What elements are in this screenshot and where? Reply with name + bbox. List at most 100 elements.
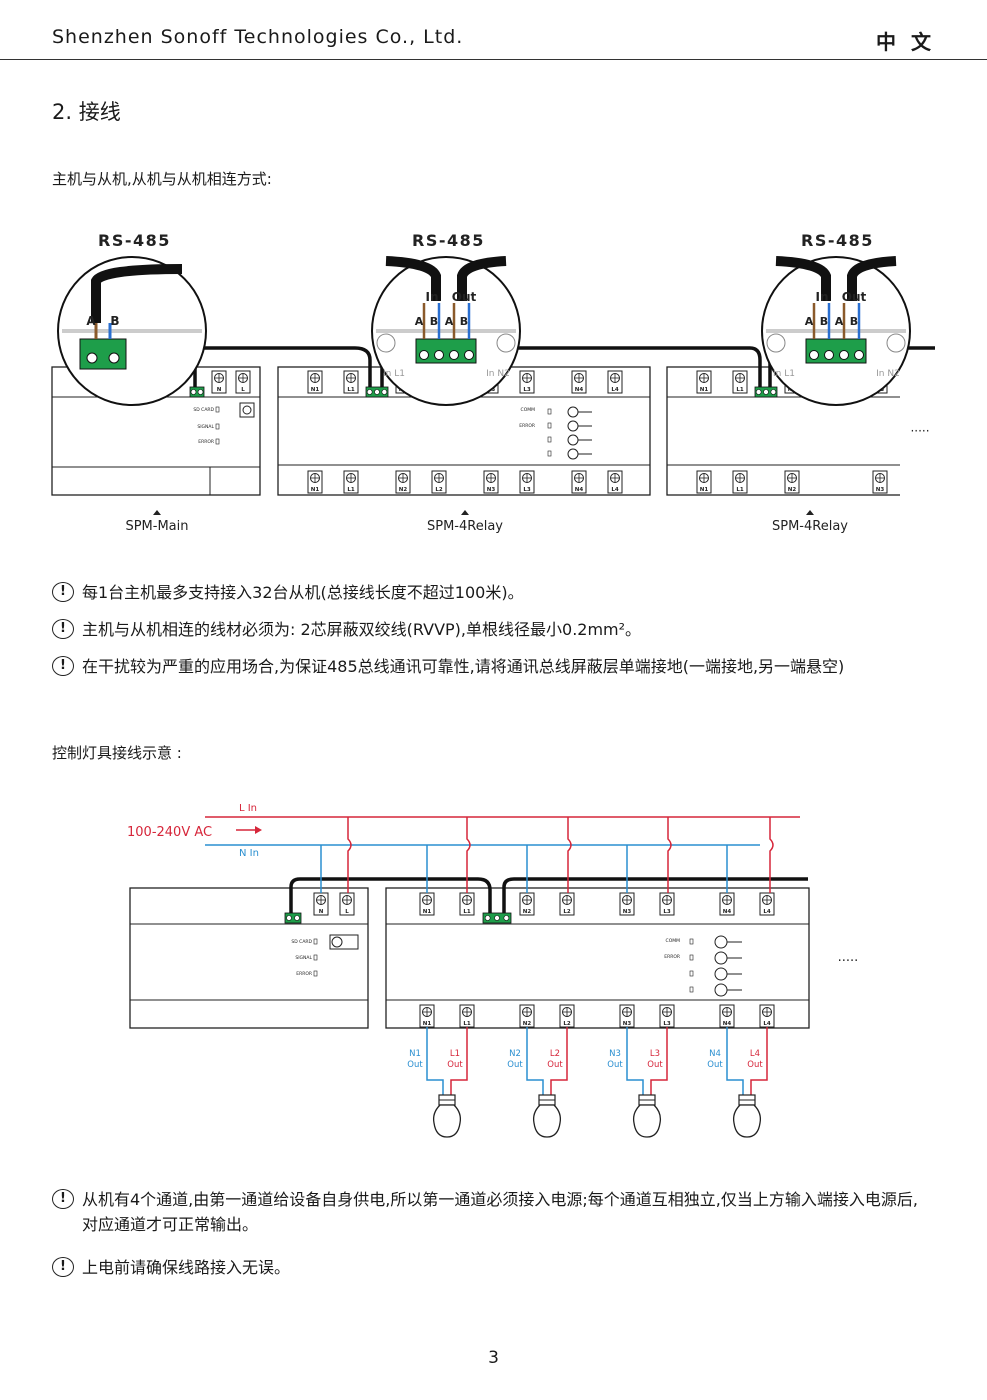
- output-neutral-wire: [726, 1027, 744, 1095]
- terminal-label: N1: [311, 487, 320, 493]
- output-l-label: L2: [550, 1049, 560, 1059]
- output-out-label: Out: [647, 1060, 663, 1070]
- screw-terminal: N: [211, 370, 227, 394]
- terminal-label: L4: [611, 387, 619, 393]
- terminal-label: L1: [736, 387, 744, 393]
- voltage-label: 100-240V AC: [127, 825, 212, 840]
- pointer-arrow-icon: [806, 510, 814, 515]
- terminal-label: L1: [463, 909, 471, 915]
- terminal-label: N3: [487, 487, 496, 493]
- terminal-label: L4: [611, 487, 619, 493]
- terminal-label: L2: [563, 1021, 571, 1027]
- zoom-screw-icon: [419, 350, 429, 360]
- green-terminal-block: [754, 386, 778, 398]
- output-l-label: L1: [450, 1049, 460, 1059]
- zoom-screw-icon: [886, 333, 906, 353]
- live-drop-wire: [567, 817, 572, 893]
- terminal-label: L2: [435, 487, 443, 493]
- zoom-screw-icon: [854, 350, 864, 360]
- relay-button: [567, 420, 579, 432]
- label-ab: A: [805, 315, 814, 328]
- screw-terminal: N2: [519, 1004, 535, 1028]
- green-block-body: [189, 386, 205, 398]
- relay-button: [567, 406, 579, 418]
- note-text: 主机与从机相连的线材必须为: 2芯屏蔽双绞线(RVVP),单根线径最小0.2mm…: [82, 620, 642, 639]
- module-name-label: SPM-4Relay: [427, 519, 503, 534]
- relay-button: [714, 935, 728, 949]
- screw-terminal: L1: [459, 1004, 475, 1028]
- rs485-label: RS-485: [801, 231, 874, 250]
- page-number: 3: [488, 1348, 499, 1368]
- more-modules-ellipsis: ·····: [838, 954, 859, 969]
- screw-terminal: N4: [571, 370, 587, 394]
- label-ab: B: [820, 315, 828, 328]
- pointer-arrow-icon: [153, 510, 161, 515]
- zoom-screw-icon: [824, 350, 834, 360]
- arrow-icon: [255, 826, 262, 834]
- output-out-label: Out: [447, 1060, 463, 1070]
- green-terminal-block: [284, 912, 302, 924]
- indicator-led: [547, 422, 552, 429]
- indicator-led: [215, 406, 220, 413]
- screw-terminal: L4: [759, 892, 775, 916]
- screw-terminal: L: [235, 370, 251, 394]
- screw-terminal: N4: [571, 470, 587, 494]
- screw-terminal: N4: [719, 892, 735, 916]
- green-block-screw: [381, 389, 388, 395]
- label-in: In: [425, 290, 438, 304]
- subtitle-lamp-wiring: 控制灯具接线示意 :: [52, 744, 182, 762]
- green-block-screw: [197, 389, 204, 395]
- screw-terminal: L4: [607, 370, 623, 394]
- warning-icon: !: [52, 582, 74, 602]
- note-text: 每1台主机最多支持接入32台从机(总接线长度不超过100米)。: [82, 583, 524, 602]
- label-ab: A: [415, 315, 424, 328]
- zoom-in-n2-label: In N2: [876, 369, 900, 379]
- terminal-label: L3: [523, 487, 531, 493]
- indicator-led: [689, 970, 694, 977]
- indicator-led: [547, 436, 552, 443]
- more-modules-ellipsis: ·····: [910, 424, 929, 438]
- terminal-label: N: [319, 909, 324, 915]
- indicator-led: [689, 954, 694, 961]
- zoom-screw-icon: [449, 350, 459, 360]
- terminal-label: L: [345, 909, 349, 915]
- terminal-label: N1: [423, 1021, 432, 1027]
- indicator-label: ERROR: [664, 954, 680, 960]
- screw-terminal: N1: [307, 470, 323, 494]
- bulb-glass: [532, 1104, 562, 1138]
- terminal-label: L1: [736, 487, 744, 493]
- label-out: Out: [842, 290, 867, 304]
- terminal-label: L3: [663, 1021, 671, 1027]
- terminal-label: N3: [876, 487, 885, 493]
- module-name-label: SPM-Main: [125, 519, 188, 534]
- output-live-wire: [450, 1027, 468, 1095]
- terminal-label: N4: [575, 387, 584, 393]
- live-drop-wire: [769, 817, 774, 893]
- green-block-screw: [484, 915, 491, 921]
- output-l-label: L3: [650, 1049, 660, 1059]
- green-terminal-block: [482, 912, 512, 924]
- subtitle-connection: 主机与从机,从机与从机相连方式:: [52, 170, 272, 188]
- zoom-in-l1-label: In L1: [383, 369, 405, 379]
- screw-terminal: N3: [483, 470, 499, 494]
- output-live-wire: [650, 1027, 668, 1095]
- terminal-label: L1: [347, 387, 355, 393]
- output-neutral-wire: [626, 1027, 644, 1095]
- light-bulb-icon: [532, 1094, 562, 1138]
- zoom-screw-icon: [809, 350, 819, 360]
- note-check-wiring: ! 上电前请确保线路接入无误。: [52, 1255, 932, 1280]
- indicator-led: [547, 450, 552, 457]
- module-body: [385, 887, 810, 1029]
- output-neutral-wire: [526, 1027, 544, 1095]
- output-live-wire: [550, 1027, 568, 1095]
- relay-button: [714, 951, 728, 965]
- rs485-bus-cable: [502, 877, 808, 913]
- indicator-led: [215, 438, 220, 445]
- relay-button: [714, 983, 728, 997]
- zoom-rail: [62, 329, 202, 333]
- sd-card-slot: [329, 934, 359, 950]
